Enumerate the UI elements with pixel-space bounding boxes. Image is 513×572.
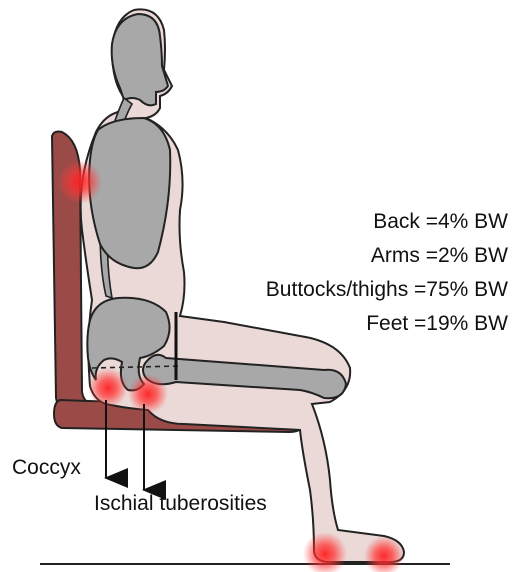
pressure-spot-coccyx	[88, 368, 128, 408]
pressure-spot-ischial	[128, 374, 168, 414]
pressure-spot-back	[58, 160, 102, 204]
stat-arms: Arms =2% BW	[371, 244, 508, 267]
stat-buttocks-thighs: Buttocks/thighs =75% BW	[266, 278, 508, 301]
weight-distribution-stats: Back =4% BW Arms =2% BW Buttocks/thighs …	[266, 210, 508, 335]
thorax	[89, 118, 170, 268]
stat-back: Back =4% BW	[373, 210, 508, 233]
stat-feet: Feet =19% BW	[366, 312, 508, 335]
coccyx-label: Coccyx	[12, 456, 81, 479]
ischial-tuberosities-label: Ischial tuberosities	[94, 492, 267, 515]
